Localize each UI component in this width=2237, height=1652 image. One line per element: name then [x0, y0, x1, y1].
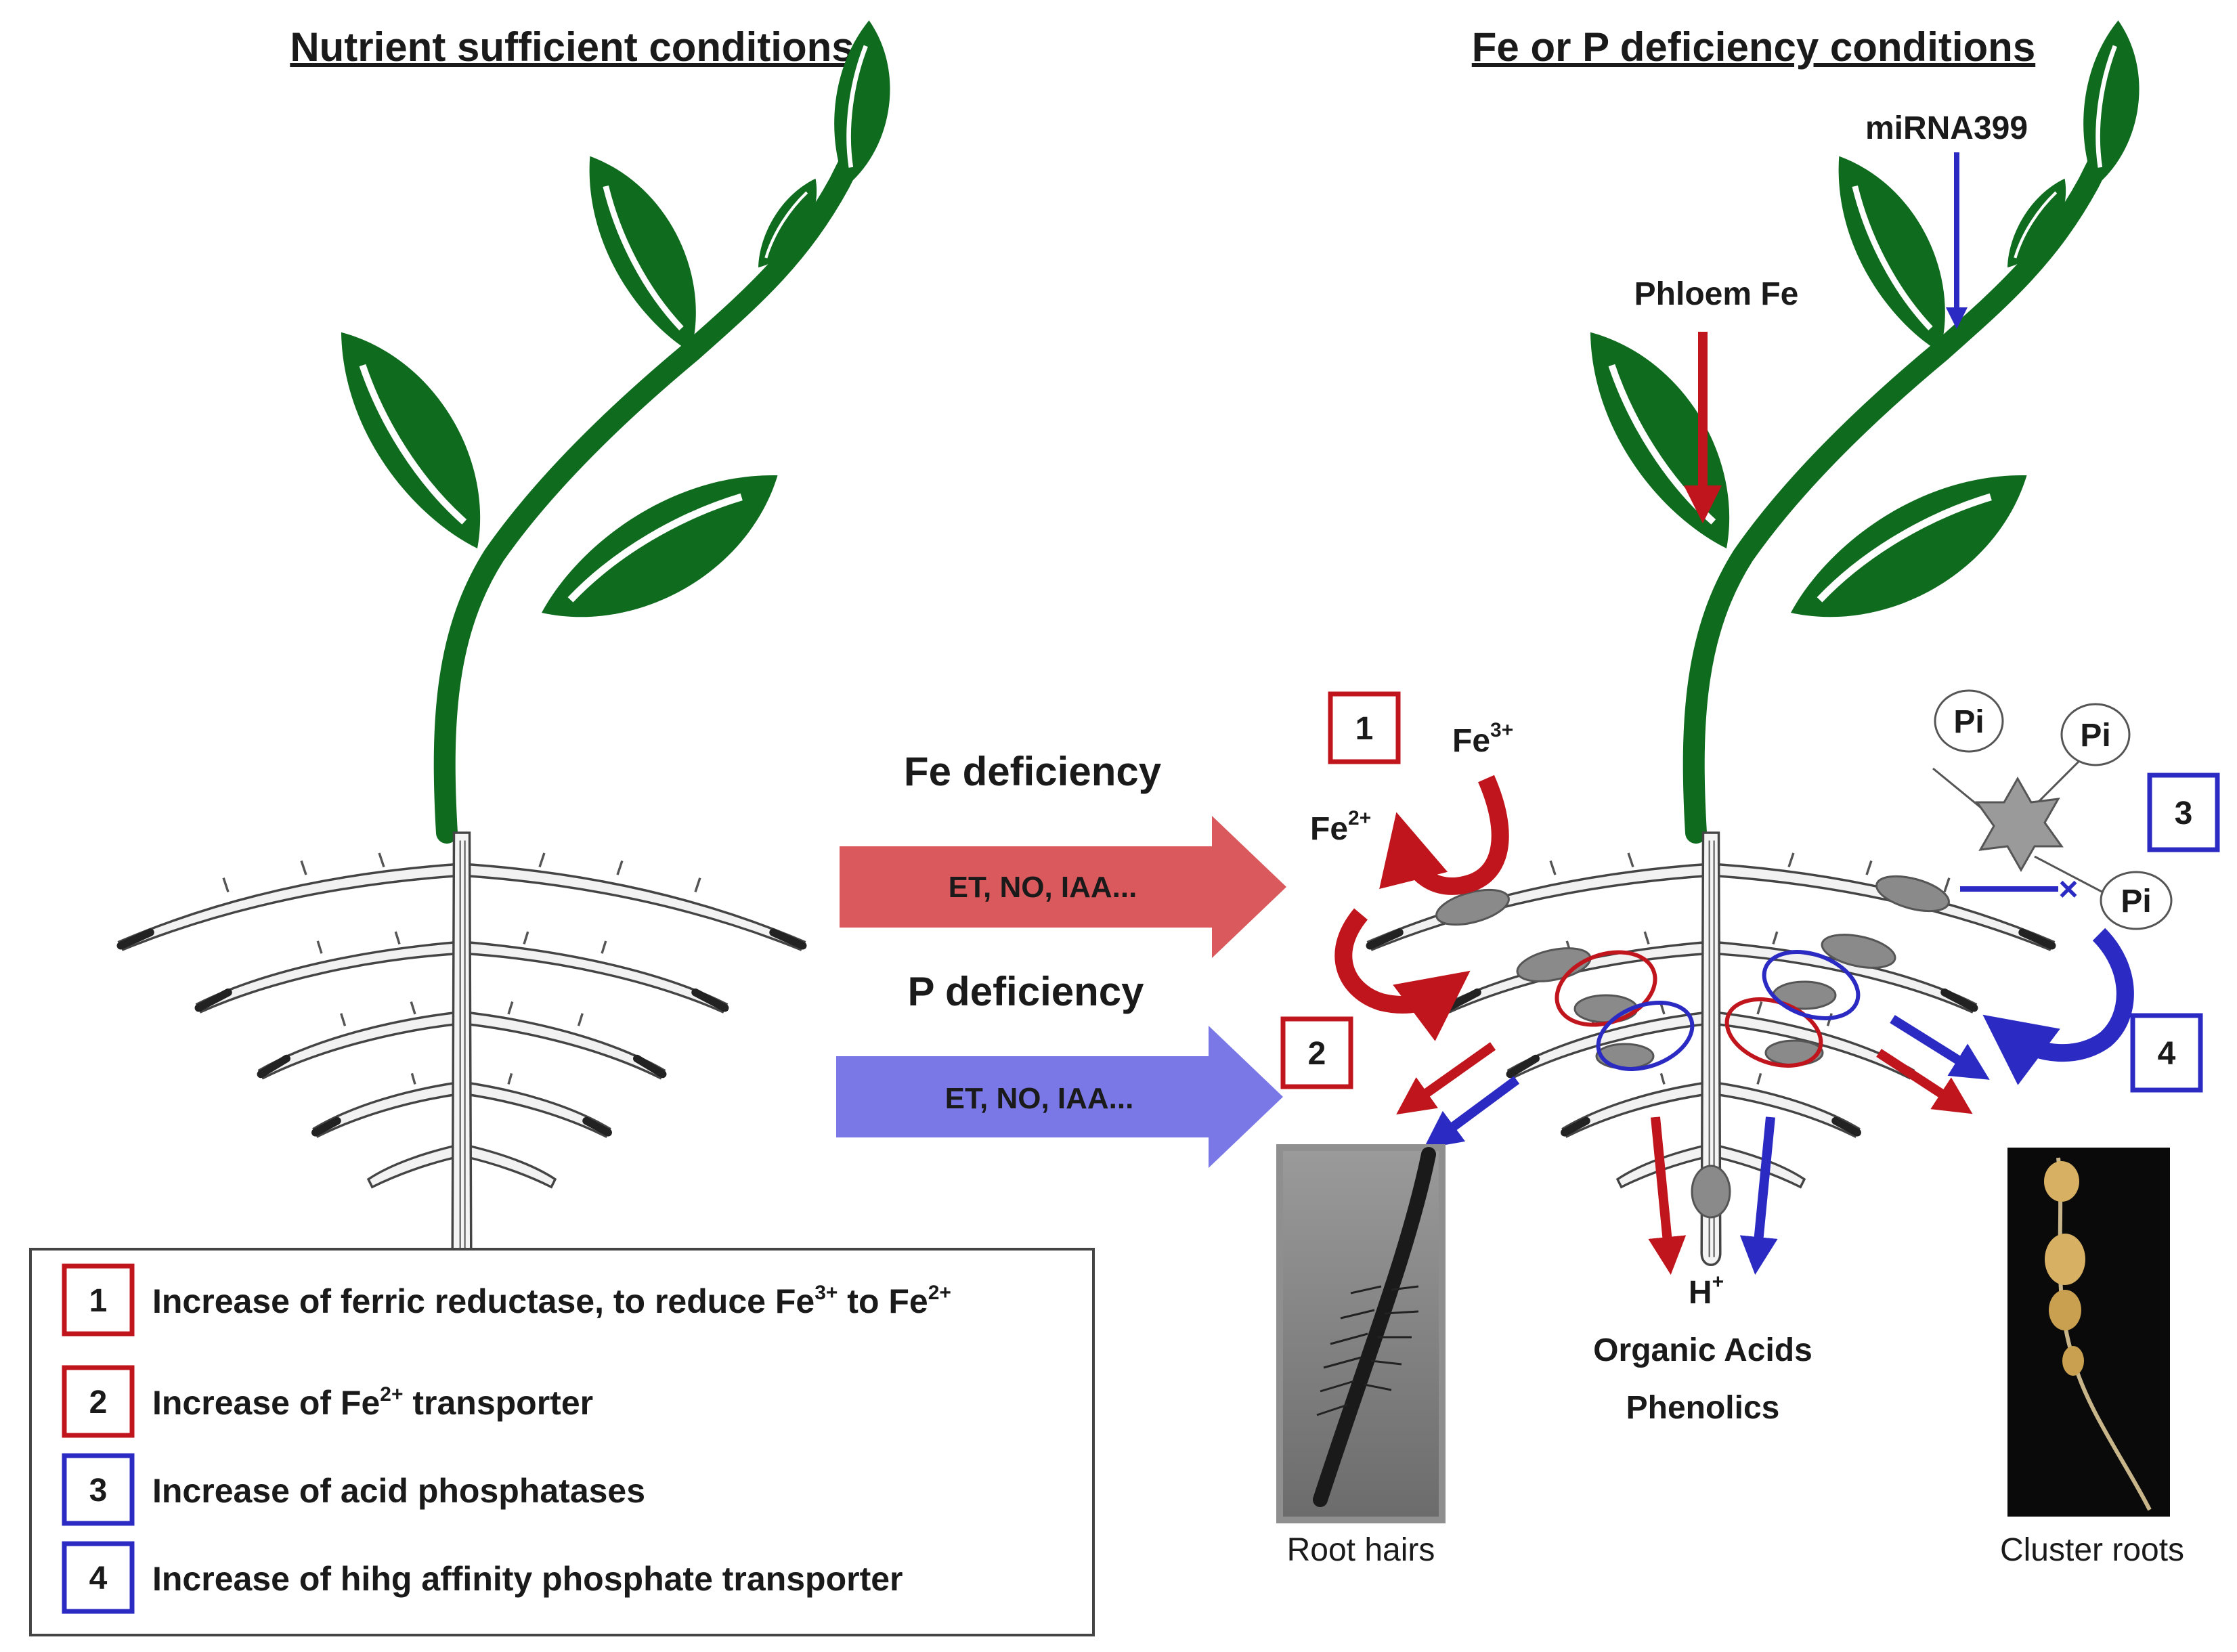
leaf-right-1 — [1565, 306, 1764, 568]
svg-text:Pi: Pi — [2080, 718, 2110, 754]
organic-acids-label: Organic Acids — [1593, 1332, 1812, 1368]
proton-label: H+ — [1689, 1271, 1724, 1311]
legend-number-box — [62, 1263, 135, 1336]
legend-row: 3 Increase of acid phosphatases — [62, 1453, 645, 1526]
legend-text: Increase of hihg affinity phosphate tran… — [152, 1560, 903, 1598]
number-box-3: 3 — [2147, 773, 2220, 852]
svg-text:3: 3 — [2175, 796, 2193, 831]
mirna-label: miRNA399 — [1865, 110, 2028, 146]
legend-number: 2 — [89, 1385, 108, 1420]
highlight-blue-2 — [1762, 950, 1861, 1020]
svg-text:1: 1 — [1355, 711, 1374, 747]
cluster-root-swellings — [1435, 875, 1950, 1219]
fe3-label: Fe3+ — [1452, 719, 1513, 759]
legend-row: 2 Increase of Fe2+ transporter — [62, 1365, 593, 1438]
number-box-2: 2 — [1280, 1016, 1353, 1089]
p-deficiency-label: P deficiency — [907, 969, 1144, 1014]
svg-text:2: 2 — [1308, 1036, 1326, 1072]
p-deficiency-arrow — [836, 1026, 1283, 1168]
fe2-label: Fe2+ — [1310, 807, 1371, 847]
fe-deficiency-label: Fe deficiency — [904, 749, 1162, 794]
phosphatase-enzyme — [1932, 757, 2106, 895]
cluster-roots-photo — [2007, 1148, 2170, 1517]
phloem-fe-label: Phloem Fe — [1634, 276, 1799, 312]
legend-text: Increase of acid phosphatases — [152, 1472, 645, 1510]
root-system-left — [119, 833, 804, 1265]
number-box-1: 1 — [1328, 691, 1401, 764]
phenolics-label: Phenolics — [1626, 1390, 1780, 1426]
highlight-blue-1 — [1596, 1001, 1695, 1071]
svg-text:Pi: Pi — [2121, 884, 2151, 919]
legend-number: 1 — [89, 1283, 108, 1319]
leaf-right-4 — [2070, 17, 2152, 191]
cluster-roots-caption: Cluster roots — [2000, 1532, 2184, 1568]
pi-bubble-1: Pi — [1934, 689, 2004, 753]
legend-text: Increase of ferric reductase, to reduce … — [152, 1282, 951, 1320]
legend-number-box — [62, 1453, 135, 1526]
fe-signals-label: ET, NO, IAA... — [949, 871, 1137, 904]
number-box-4: 4 — [2130, 1013, 2203, 1093]
legend-text: Increase of Fe2+ transporter — [152, 1383, 593, 1422]
highlight-red-1 — [1555, 950, 1657, 1027]
plant-right — [1368, 17, 2152, 1265]
fe-uptake-arrow — [1334, 908, 1471, 1041]
title-left: Nutrient sufficient conditions — [290, 24, 854, 70]
legend-number: 3 — [89, 1473, 108, 1508]
stem-left — [433, 111, 881, 844]
stem-right — [1682, 111, 2130, 844]
legend-number-box — [62, 1541, 135, 1614]
fe-reduction-arrow — [1379, 775, 1509, 895]
leaf-left-1 — [316, 306, 515, 568]
root-hairs-photo — [1276, 1144, 1446, 1523]
pi-bubble-2: Pi — [2060, 703, 2131, 766]
p-signals-label: ET, NO, IAA... — [945, 1082, 1134, 1115]
pi-uptake-arrow — [1982, 928, 2134, 1085]
svg-text:Pi: Pi — [1953, 704, 1984, 740]
fe-deficiency-arrow — [840, 816, 1286, 958]
legend-row: 4 Increase of hihg affinity phosphate tra… — [62, 1541, 903, 1614]
legend: 1 Increase of ferric reductase, to reduce… — [29, 1248, 1095, 1636]
legend-number: 4 — [89, 1561, 108, 1596]
cleavage-x-icon: × — [2058, 870, 2078, 908]
title-right: Fe or P deficiency conditions — [1472, 24, 2035, 70]
root-hairs-caption: Root hairs — [1287, 1532, 1435, 1568]
legend-row: 1 Increase of ferric reductase, to reduce… — [62, 1263, 951, 1336]
plant-left — [119, 17, 903, 1265]
exudation-arrows — [1396, 1015, 1990, 1275]
legend-number-box — [62, 1365, 135, 1438]
pi-bubble-3: Pi — [2100, 871, 2173, 930]
svg-text:4: 4 — [2158, 1036, 2176, 1072]
